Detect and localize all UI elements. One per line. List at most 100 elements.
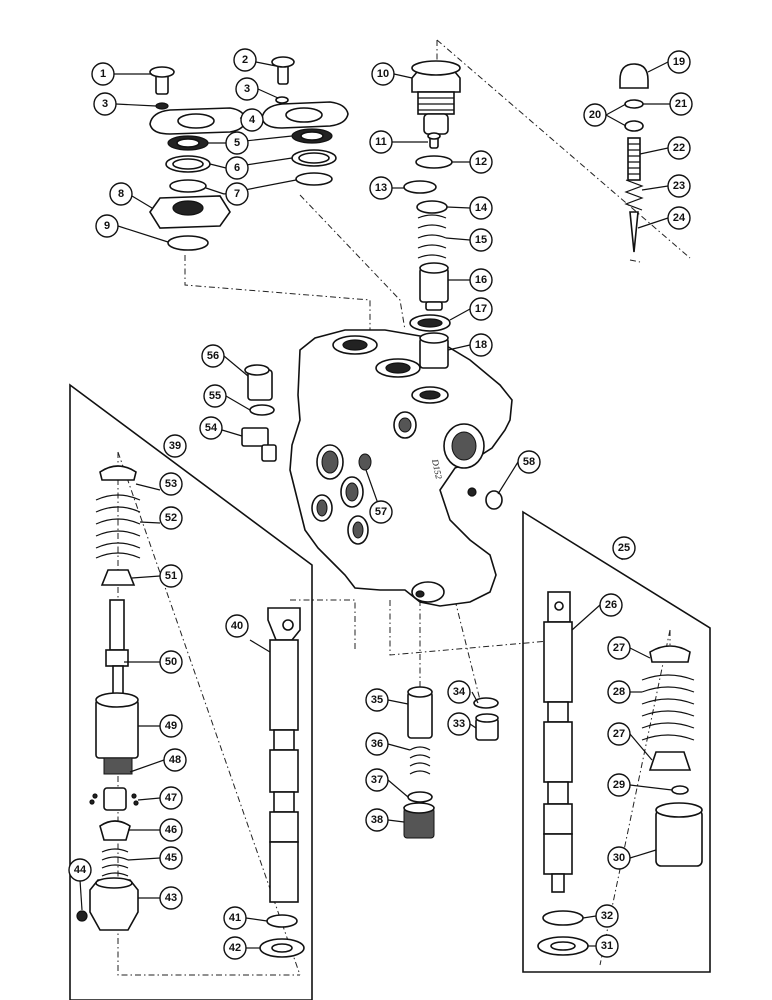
- callout-5: 5: [225, 131, 249, 155]
- callout-19: 19: [667, 50, 691, 74]
- svg-text:10: 10: [377, 68, 389, 80]
- callout-20: 20: [583, 103, 607, 127]
- svg-text:44: 44: [74, 864, 87, 876]
- callout-57: 57: [369, 500, 393, 524]
- svg-text:32: 32: [601, 910, 613, 922]
- svg-text:13: 13: [375, 182, 387, 194]
- callout-12: 12: [469, 150, 493, 174]
- svg-text:33: 33: [453, 718, 465, 730]
- callout-11: 11: [369, 130, 393, 154]
- svg-text:41: 41: [229, 912, 241, 924]
- callout-3a: 3: [93, 92, 117, 116]
- callout-22: 22: [667, 136, 691, 160]
- left-spool-group-frame: [69, 383, 313, 1000]
- svg-text:5: 5: [234, 137, 240, 149]
- svg-text:29: 29: [613, 779, 625, 791]
- callout-54: 54: [199, 416, 223, 440]
- callout-14: 14: [469, 196, 493, 220]
- callout-28: 28: [607, 680, 631, 704]
- svg-text:20: 20: [589, 109, 601, 121]
- svg-text:27: 27: [613, 728, 625, 740]
- callout-56: 56: [201, 344, 225, 368]
- svg-text:48: 48: [169, 754, 181, 766]
- callout-43: 43: [159, 886, 183, 910]
- callout-41: 41: [223, 906, 247, 930]
- svg-text:9: 9: [104, 220, 110, 232]
- callout-21: 21: [669, 92, 693, 116]
- svg-text:43: 43: [165, 892, 177, 904]
- callout-53: 53: [159, 472, 183, 496]
- svg-text:34: 34: [453, 686, 466, 698]
- svg-text:1: 1: [100, 68, 106, 80]
- svg-text:7: 7: [234, 188, 240, 200]
- svg-text:39: 39: [169, 440, 181, 452]
- svg-text:27: 27: [613, 642, 625, 654]
- svg-text:53: 53: [165, 478, 177, 490]
- svg-text:12: 12: [475, 156, 487, 168]
- svg-text:55: 55: [209, 390, 221, 402]
- body-stamp: D152: [430, 457, 444, 480]
- svg-text:14: 14: [475, 202, 488, 214]
- svg-text:3: 3: [102, 98, 108, 110]
- callout-46: 46: [159, 818, 183, 842]
- callout-34: 34: [447, 680, 471, 704]
- callout-29: 29: [607, 773, 631, 797]
- svg-text:58: 58: [523, 456, 535, 468]
- callout-27a: 27: [607, 636, 631, 660]
- svg-text:56: 56: [207, 350, 219, 362]
- right-spool-group-frame: [522, 510, 711, 973]
- svg-text:17: 17: [475, 303, 487, 315]
- callout-4: 4: [240, 108, 264, 132]
- flange-group-left: [149, 56, 349, 251]
- callout-31: 31: [595, 934, 619, 958]
- svg-text:4: 4: [249, 114, 256, 126]
- callout-27b: 27: [607, 722, 631, 746]
- callout-9: 9: [95, 214, 119, 238]
- svg-text:19: 19: [673, 56, 685, 68]
- svg-text:37: 37: [371, 774, 383, 786]
- callout-8: 8: [109, 182, 133, 206]
- callout-13: 13: [369, 176, 393, 200]
- svg-text:46: 46: [165, 824, 177, 836]
- callout-37: 37: [365, 768, 389, 792]
- left-spool-assembly: [76, 465, 141, 931]
- svg-text:18: 18: [475, 339, 487, 351]
- left-side-fittings: [241, 364, 277, 462]
- callout-2: 2: [233, 48, 257, 72]
- callout-55: 55: [203, 384, 227, 408]
- svg-text:2: 2: [242, 54, 248, 66]
- svg-text:25: 25: [618, 542, 630, 554]
- callout-51: 51: [159, 564, 183, 588]
- svg-text:57: 57: [375, 506, 387, 518]
- callout-35: 35: [365, 688, 389, 712]
- svg-text:54: 54: [205, 422, 218, 434]
- callout-1: 1: [91, 62, 115, 86]
- svg-text:50: 50: [165, 656, 177, 668]
- callout-7: 7: [225, 182, 249, 206]
- callout-47: 47: [159, 786, 183, 810]
- svg-text:51: 51: [165, 570, 177, 582]
- callout-30: 30: [607, 846, 631, 870]
- plug-57: [358, 453, 372, 471]
- svg-text:21: 21: [675, 98, 687, 110]
- svg-text:11: 11: [375, 136, 387, 148]
- callout-3b: 3: [235, 77, 259, 101]
- callout-24: 24: [667, 206, 691, 230]
- svg-text:22: 22: [673, 142, 685, 154]
- svg-text:42: 42: [229, 942, 241, 954]
- svg-text:35: 35: [371, 694, 383, 706]
- plug-58: [485, 490, 503, 510]
- svg-text:52: 52: [165, 512, 177, 524]
- center-spool-assembly: [259, 607, 305, 958]
- callout-32: 32: [595, 904, 619, 928]
- check-valve-group: [403, 686, 499, 839]
- callout-42: 42: [223, 936, 247, 960]
- svg-text:30: 30: [613, 852, 625, 864]
- svg-text:15: 15: [475, 234, 487, 246]
- callout-16: 16: [469, 268, 493, 292]
- callout-50: 50: [159, 650, 183, 674]
- callout-49: 49: [159, 714, 183, 738]
- callout-10: 10: [371, 62, 395, 86]
- svg-text:26: 26: [605, 599, 617, 611]
